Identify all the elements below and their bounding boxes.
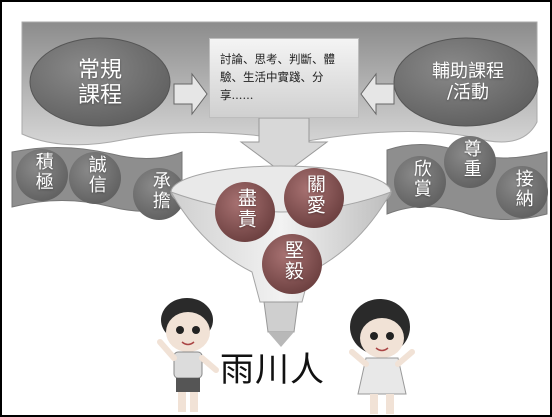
- funnel-virtue-2: 關愛: [303, 174, 326, 216]
- boy-figure: [157, 298, 219, 412]
- funnel-circle: [284, 168, 344, 228]
- funnel-circle: [215, 182, 275, 242]
- down-arrow: [239, 117, 329, 175]
- virtue-right-2: 尊重: [460, 139, 482, 179]
- virtue-right-1: 欣賞: [410, 159, 432, 199]
- virtue-circle: [133, 168, 185, 220]
- virtue-circle: [69, 152, 121, 204]
- funnel-circle: [262, 234, 322, 294]
- virtue-circle: [496, 166, 548, 218]
- virtue-circle: [394, 156, 446, 208]
- regular-course-oval: [29, 37, 171, 127]
- regular-course-label: 常規 課程: [77, 58, 122, 109]
- girl-figure: [349, 299, 415, 414]
- virtue-left-3: 承擔: [149, 171, 171, 211]
- funnel-virtue-3: 堅毅: [281, 240, 304, 282]
- virtue-left-1: 積極: [32, 152, 54, 192]
- diagram-title: 雨川人: [220, 350, 325, 390]
- activities-text: 討論、思考、判斷、體驗、生活中實踐、分享......: [220, 52, 335, 102]
- aux-course-oval: [393, 37, 539, 127]
- funnel-spout: [263, 301, 299, 333]
- virtue-circle: [16, 149, 68, 201]
- virtue-left-2: 誠信: [85, 155, 107, 195]
- funnel-virtue-1: 盡責: [234, 188, 257, 230]
- left-arrow: [360, 72, 395, 116]
- virtue-circle: [444, 136, 496, 188]
- virtue-right-3: 接納: [512, 169, 534, 209]
- aux-course-label: 輔助課程 /活動: [432, 61, 504, 103]
- activities-box: 討論、思考、判斷、體驗、生活中實踐、分享......: [209, 38, 359, 118]
- right-arrow: [173, 72, 208, 116]
- spout-arrow: [268, 332, 294, 347]
